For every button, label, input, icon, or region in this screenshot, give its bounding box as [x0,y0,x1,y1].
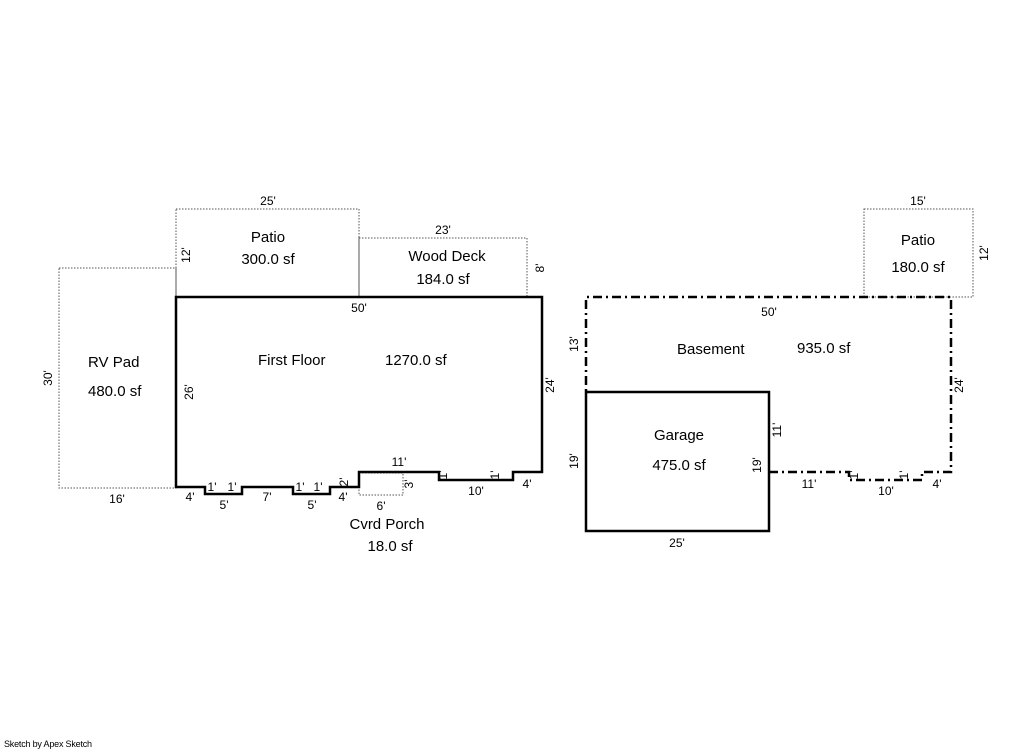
first-floor-left-dim: 26' [182,384,196,400]
first-floor-bottom-dim-2: 1' [208,480,217,494]
basement-bottom-dim-3: 10' [878,484,894,498]
rv-pad-outline [58,267,177,489]
porch-height-dim: 3' [402,480,416,489]
deck-height-dim: 8' [533,264,547,273]
basement-bottom-dim-1: 11' [802,477,817,491]
patio-left-outline [175,208,360,298]
wood-deck-outline [358,237,528,298]
basement-bottom-dim-4: 1' [897,471,911,480]
garage-left-dim: 19' [567,453,581,469]
basement-bottom-dim-5: 4' [933,477,942,491]
covered-porch-outline [358,472,404,496]
patio-right-area: 180.0 sf [891,259,945,276]
porch-width-dim: 6' [377,499,386,513]
first-floor-bottom-dim-6: 1' [296,480,305,494]
deck-width-dim: 23' [435,223,451,237]
basement-left-dim: 13' [567,336,581,352]
rv-width-dim: 16' [109,492,125,506]
patio-left-area: 300.0 sf [241,251,295,268]
first-floor-bottom-dim-13: 10' [468,484,484,498]
first-floor-bottom-dim-12: 1' [436,471,450,480]
patio-right-height-dim: 12' [977,245,991,261]
basement-top-dim: 50' [761,305,777,319]
first-floor-outline [174,295,544,496]
first-floor-top-dim: 50' [351,301,367,315]
first-floor-bottom-dim-14: 1' [488,471,502,480]
first-floor-bottom-dim-15: 4' [523,477,532,491]
covered-porch-area: 18.0 sf [367,538,413,555]
patio-right-outline [863,208,974,298]
sketch-credit: Sketch by Apex Sketch [4,739,92,749]
patio-left-name: Patio [251,229,285,246]
first-floor-bottom-dim-5: 7' [263,490,272,504]
basement-right-dim: 24' [952,377,966,393]
patio-right-name: Patio [901,232,935,249]
garage-bottom-dim: 25' [669,536,685,550]
garage-outline [584,390,771,533]
first-floor-bottom-dim-7: 5' [308,498,317,512]
rv-height-dim: 30' [41,370,55,386]
basement-outline [584,295,953,482]
first-floor-bottom-dim-4: 1' [228,480,237,494]
first-floor-name: First Floor [258,352,326,369]
first-floor-area: 1270.0 sf [385,352,448,369]
basement-area: 935.0 sf [797,340,851,357]
first-floor-right-dim: 24' [543,377,557,393]
covered-porch-name: Cvrd Porch [349,516,424,533]
garage-right-upper-dim: 11' [770,423,784,438]
patio-left-height-dim: 12' [179,247,193,263]
first-floor-bottom-dim-11: 11' [392,455,407,469]
garage-name: Garage [654,427,704,444]
patio-right-width-dim: 15' [910,194,926,208]
rv-pad-name: RV Pad [88,354,139,371]
basement-name: Basement [677,341,745,358]
basement-bottom-dim-2: 1' [847,471,861,480]
wood-deck-name: Wood Deck [408,248,486,265]
first-floor-bottom-dim-8: 1' [314,480,323,494]
first-floor-bottom-dim-10: 2' [337,478,351,487]
patio-left-width-dim: 25' [260,194,276,208]
garage-area: 475.0 sf [652,457,706,474]
first-floor-bottom-dim-3: 5' [220,498,229,512]
first-floor-bottom-dim-9: 4' [339,490,348,504]
wood-deck-area: 184.0 sf [416,271,470,288]
first-floor-bottom-dim-1: 4' [186,490,195,504]
garage-right-lower-dim: 19' [750,457,764,473]
rv-pad-area: 480.0 sf [88,383,142,400]
